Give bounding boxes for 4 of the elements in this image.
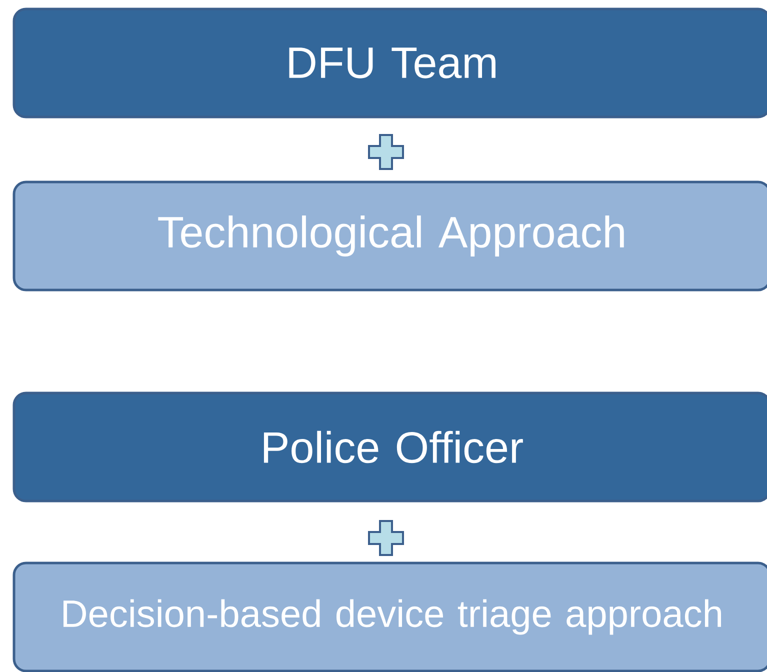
process-box: Technological Approach [12, 180, 767, 292]
process-box: DFU Team [12, 8, 767, 118]
process-box: Police Officer [12, 392, 767, 502]
process-box: Decision-based device triage approach [12, 562, 767, 672]
